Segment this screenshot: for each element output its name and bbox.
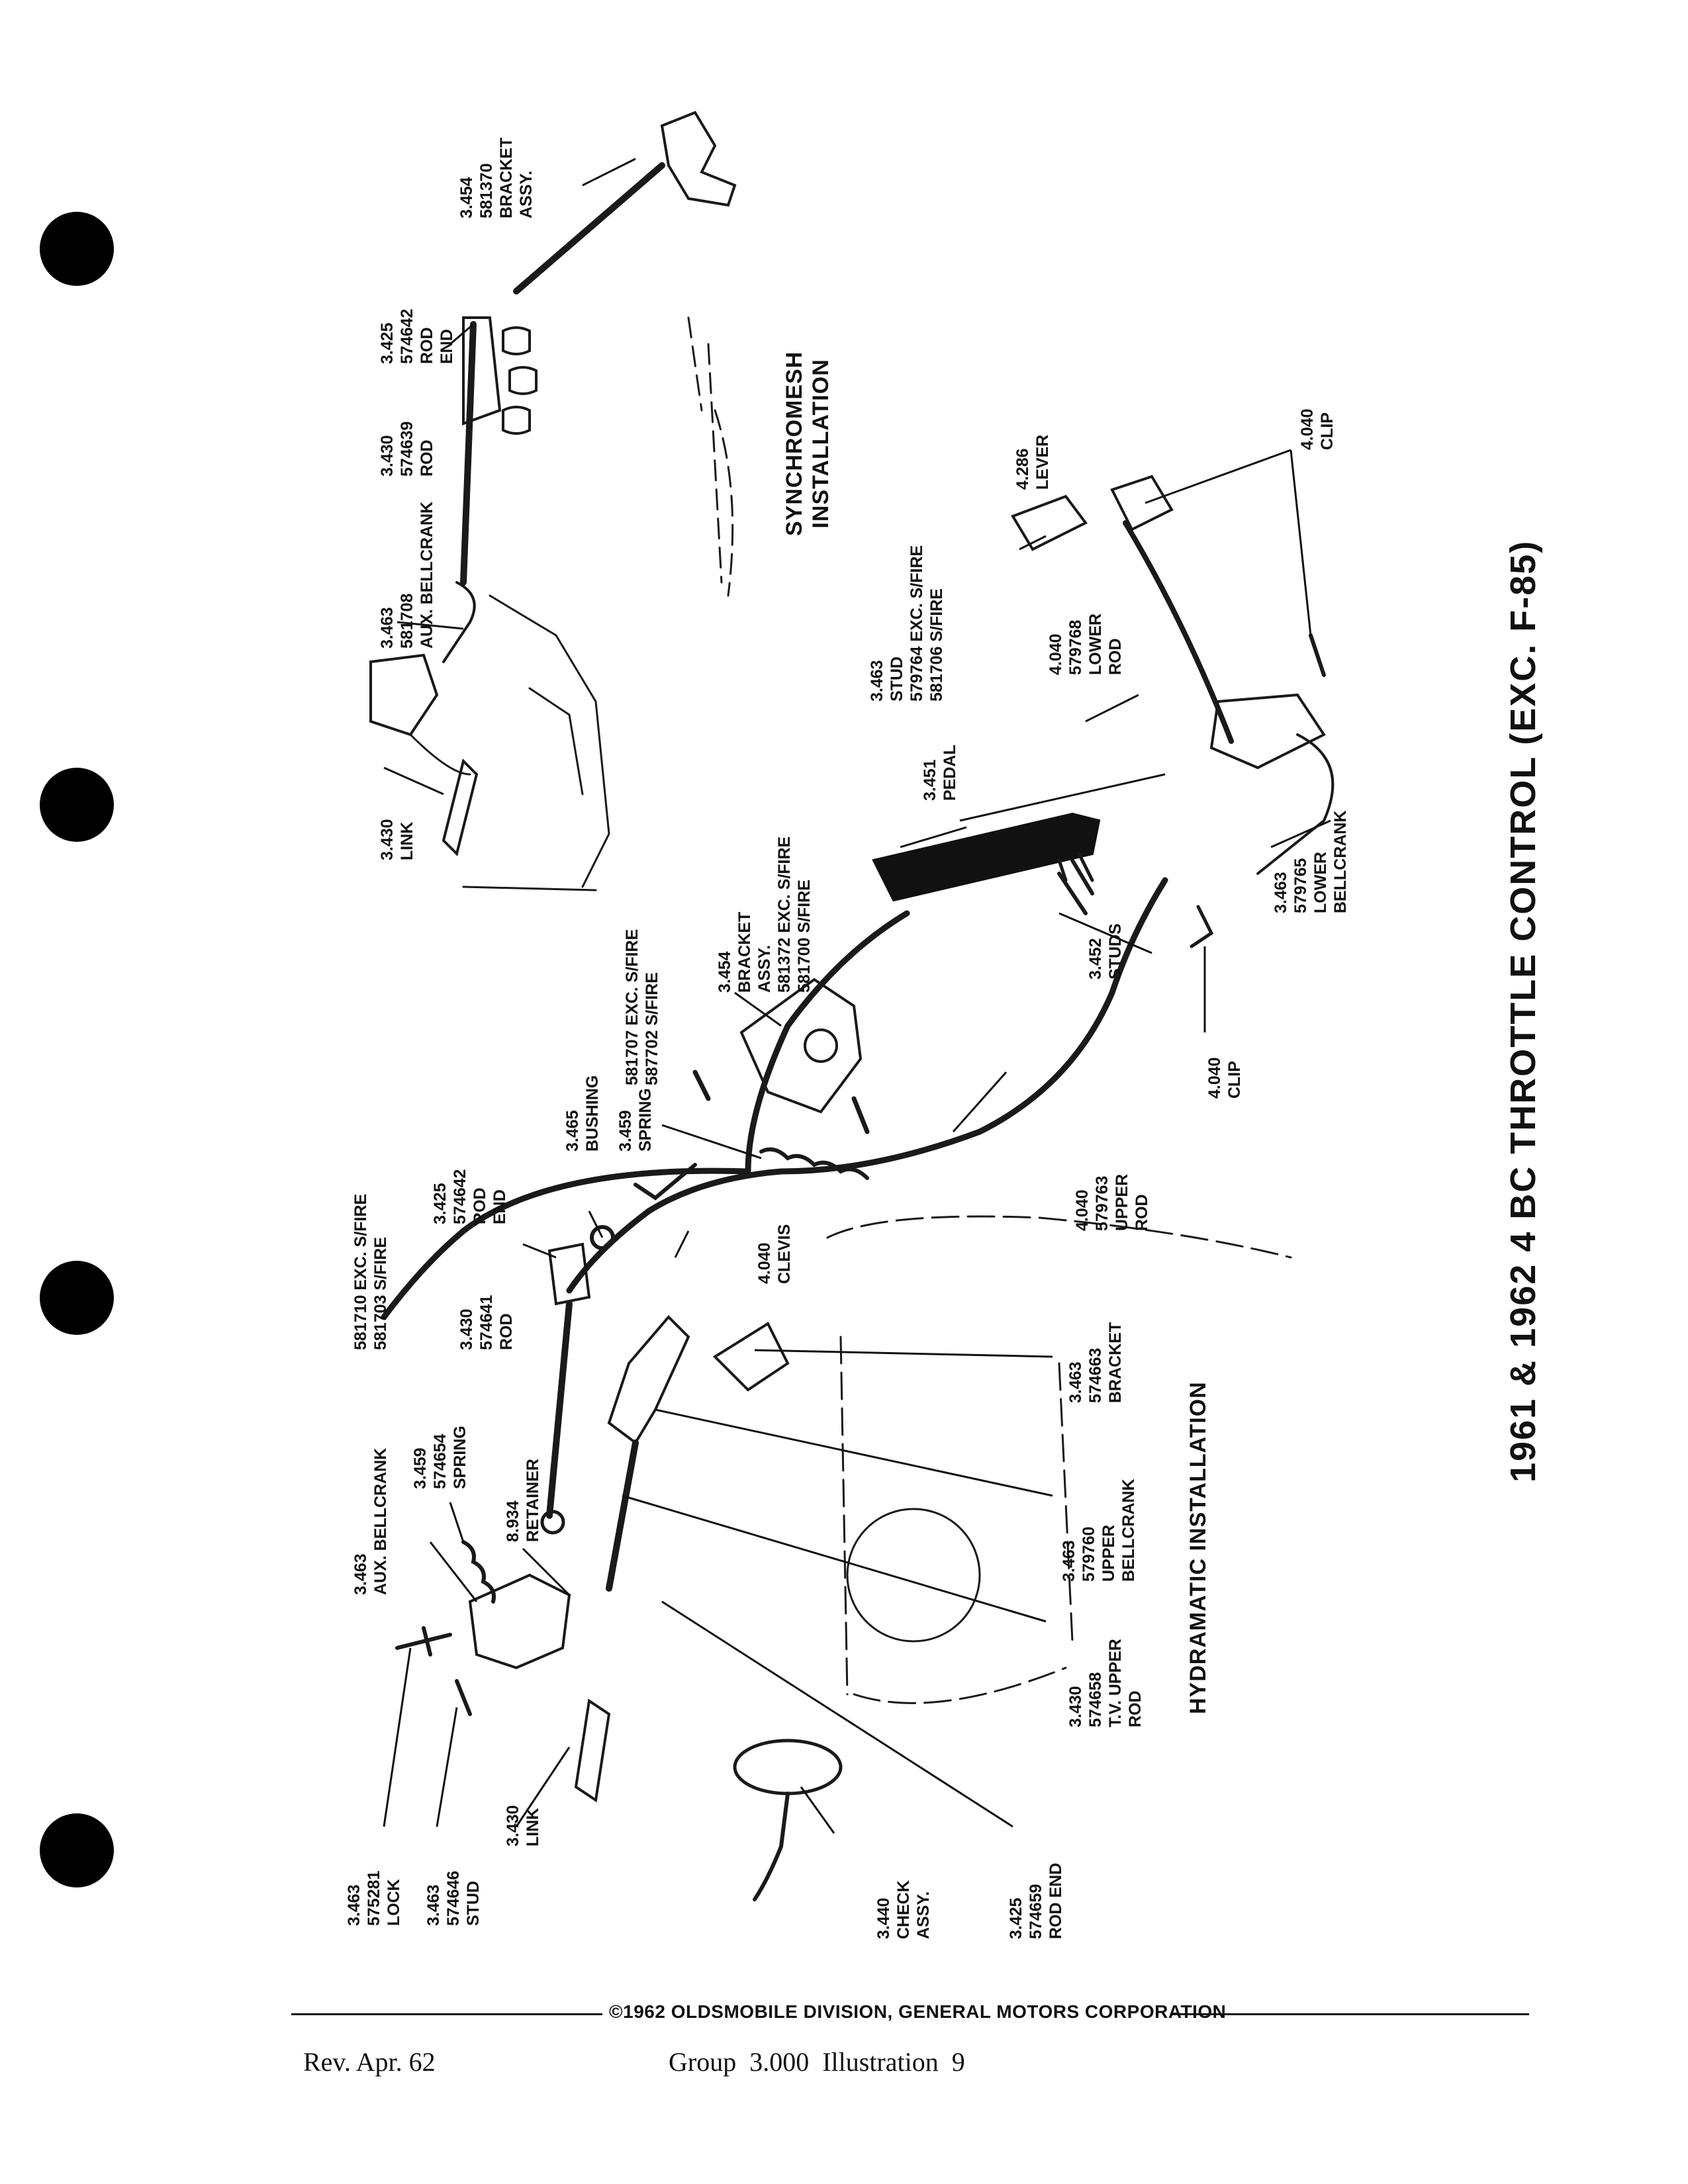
- clevis-part: [633, 1163, 697, 1201]
- rod-mid: [546, 1300, 573, 1519]
- bracket-assy-top-part: [660, 111, 737, 207]
- lock-part: [395, 1626, 452, 1657]
- upper-bellcrank-part: [607, 1315, 690, 1445]
- bracket-assy-mid-part: [739, 978, 863, 1114]
- copyright-line: ©1962 OLDSMOBILE DIVISION, GENERAL MOTOR…: [609, 2001, 1227, 2022]
- rod-end-mid-part: [547, 1242, 591, 1306]
- carburetor-linkage: [502, 326, 538, 435]
- binder-hole-1: [40, 212, 114, 286]
- upper-rod: [566, 877, 1168, 1294]
- footer-rule-left: [291, 2013, 602, 2015]
- link-low-part: [574, 1698, 611, 1803]
- bracket-lower-part: [712, 1322, 790, 1392]
- synchro-rod: [460, 321, 477, 586]
- binder-hole-3: [40, 1261, 114, 1335]
- spring-low-part: [461, 1540, 496, 1604]
- lower-rod: [1123, 520, 1234, 744]
- pedal-part: [872, 812, 1101, 902]
- footer-rule-right: [1172, 2013, 1529, 2015]
- section-hydramatic: HYDRAMATIC INSTALLATION: [1186, 1381, 1211, 1714]
- bushing-part: [590, 1225, 615, 1250]
- studs-part: [1057, 858, 1094, 915]
- lever-part: [1011, 494, 1088, 551]
- binder-hole-2: [40, 768, 114, 842]
- tv-upper-rod: [606, 1439, 639, 1592]
- stud-low-part: [455, 1679, 472, 1716]
- spring-mid-part: [759, 1147, 869, 1180]
- page-title: 1961 & 1962 4 BC THROTTLE CONTROL (EXC. …: [1503, 539, 1543, 1482]
- check-assy-part: [733, 1739, 843, 1796]
- group-illustration: Group 3.000 Illustration 9: [669, 2047, 965, 2077]
- revision-date: Rev. Apr. 62: [303, 2047, 436, 2077]
- bracket-rod: [513, 162, 665, 295]
- binder-hole-4: [40, 1813, 114, 1888]
- link-top-part: [442, 758, 479, 856]
- aux-bellcrank-low-part: [468, 1573, 571, 1670]
- rod-end-top-part: [462, 316, 502, 426]
- aux-bellcrank-arm: [442, 581, 476, 663]
- aux-bellcrank-top-part: [369, 653, 439, 737]
- lower-bellcrank-right: [1209, 693, 1326, 770]
- bracket-assy-rod: [381, 910, 910, 1320]
